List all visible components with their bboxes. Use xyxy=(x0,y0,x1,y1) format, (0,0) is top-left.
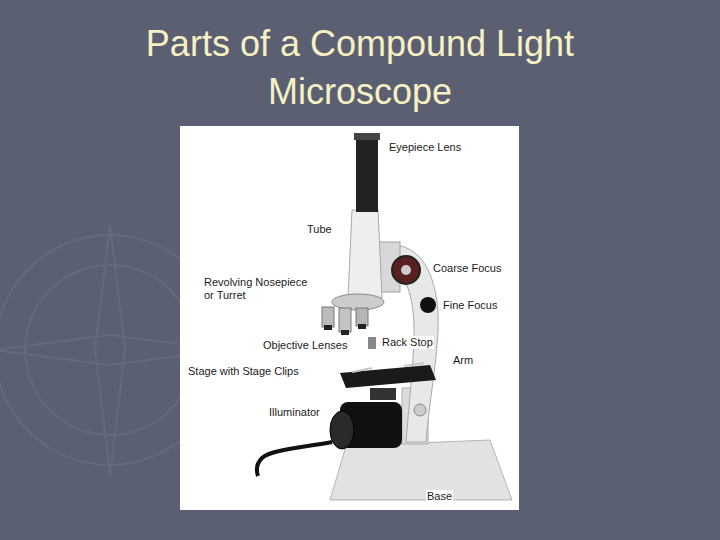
lens-tip xyxy=(358,324,366,329)
stage-knob xyxy=(414,404,426,416)
slide-title: Parts of a Compound Light Microscope xyxy=(120,20,600,116)
objective-lenses xyxy=(322,307,368,335)
part-label: Arm xyxy=(452,354,474,367)
tube-shape xyxy=(348,210,382,298)
part-label: Objective Lenses xyxy=(262,339,348,352)
power-cable xyxy=(257,442,332,476)
part-label: Tube xyxy=(306,223,333,236)
part-label: Coarse Focus xyxy=(432,262,502,275)
illuminator-lamp xyxy=(330,411,354,449)
part-label: Illuminator xyxy=(268,406,321,419)
rack-stop-shape xyxy=(368,337,376,349)
objective-lens xyxy=(339,308,351,332)
part-label: Eyepiece Lens xyxy=(388,141,462,154)
photo-panel xyxy=(180,126,519,510)
part-label: Fine Focus xyxy=(442,299,498,312)
part-label: Stage with Stage Clips xyxy=(187,365,300,378)
watermark-ring xyxy=(25,265,195,435)
fine-knob xyxy=(420,297,436,313)
lens-tip xyxy=(341,330,349,335)
stage-shape xyxy=(340,365,436,388)
part-label: Revolving Nosepiece or Turret xyxy=(203,276,317,302)
base-shape xyxy=(330,440,512,500)
eyepiece-rim xyxy=(354,133,380,140)
condenser-shape xyxy=(370,388,396,400)
stage-clips xyxy=(352,363,424,372)
part-label: Rack Stop xyxy=(381,336,434,349)
part-label: Base xyxy=(426,490,453,503)
lens-tip xyxy=(324,325,332,330)
objective-lens xyxy=(356,308,368,326)
coarse-knob xyxy=(392,256,420,284)
coarse-knob-center xyxy=(401,265,411,275)
eyepiece-shape xyxy=(356,136,378,212)
objective-lens xyxy=(322,307,334,327)
